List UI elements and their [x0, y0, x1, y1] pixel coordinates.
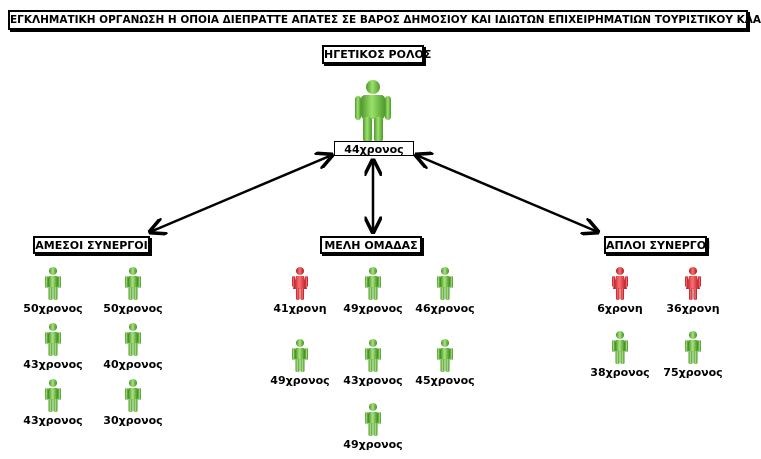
- member-age-label: 36χρονη: [666, 302, 720, 315]
- male-person-icon: [437, 267, 453, 300]
- member-age-label: 43χρονος: [343, 374, 403, 387]
- male-person-icon: [45, 379, 61, 412]
- male-person-icon: [365, 403, 381, 436]
- member-age-label: 43χρονος: [23, 414, 83, 427]
- member-age-label: 50χρονος: [23, 302, 83, 315]
- male-person-icon: [125, 267, 141, 300]
- arrow-to-simple: [416, 155, 598, 232]
- member-age-label: 45χρονος: [415, 374, 475, 387]
- male-person-icon: [45, 267, 61, 300]
- member-age-label: 43χρονος: [23, 358, 83, 371]
- group-heading-simple: ΑΠΛΟΙ ΣΥΝΕΡΓΟΙ: [604, 236, 710, 254]
- male-person-icon: [685, 331, 701, 364]
- male-person-icon: [437, 339, 453, 372]
- male-person-icon: [365, 267, 381, 300]
- male-person-icon: [125, 379, 141, 412]
- member-age-label: 49χρονος: [343, 438, 403, 451]
- leader-figure-icon: [355, 80, 391, 142]
- leader-heading: ΗΓΕΤΙΚΟΣ ΡΟΛΟΣ: [322, 45, 431, 64]
- male-person-icon: [612, 331, 628, 364]
- female-person-icon: [685, 267, 701, 300]
- member-age-label: 38χρονος: [590, 366, 650, 379]
- member-age-label: 49χρονος: [270, 374, 330, 387]
- male-person-icon: [365, 339, 381, 372]
- diagram-title: ΕΓΚΛΗΜΑΤΙΚΗ ΟΡΓΑΝΩΣΗ Η ΟΠΟΙΑ ΔΙΕΠΡΑΤΤΕ Α…: [8, 10, 761, 30]
- male-person-icon: [45, 323, 61, 356]
- arrow-to-direct: [150, 155, 332, 232]
- male-person-icon: [292, 339, 308, 372]
- group-heading-team: ΜΕΛΗ ΟΜΑΔΑΣ: [320, 236, 422, 254]
- member-age-label: 41χρονη: [273, 302, 327, 315]
- male-person-icon: [125, 323, 141, 356]
- female-person-icon: [612, 267, 628, 300]
- member-age-label: 46χρονος: [415, 302, 475, 315]
- leader-age-label: 44χρονος: [334, 141, 414, 156]
- member-age-label: 6χρονη: [597, 302, 643, 315]
- member-age-label: 40χρονος: [103, 358, 163, 371]
- member-age-label: 75χρονος: [663, 366, 723, 379]
- member-age-label: 49χρονος: [343, 302, 403, 315]
- group-heading-direct: ΑΜΕΣΟΙ ΣΥΝΕΡΓΟΙ: [33, 236, 150, 254]
- member-age-label: 50χρονος: [103, 302, 163, 315]
- member-age-label: 30χρονος: [103, 414, 163, 427]
- female-person-icon: [292, 267, 308, 300]
